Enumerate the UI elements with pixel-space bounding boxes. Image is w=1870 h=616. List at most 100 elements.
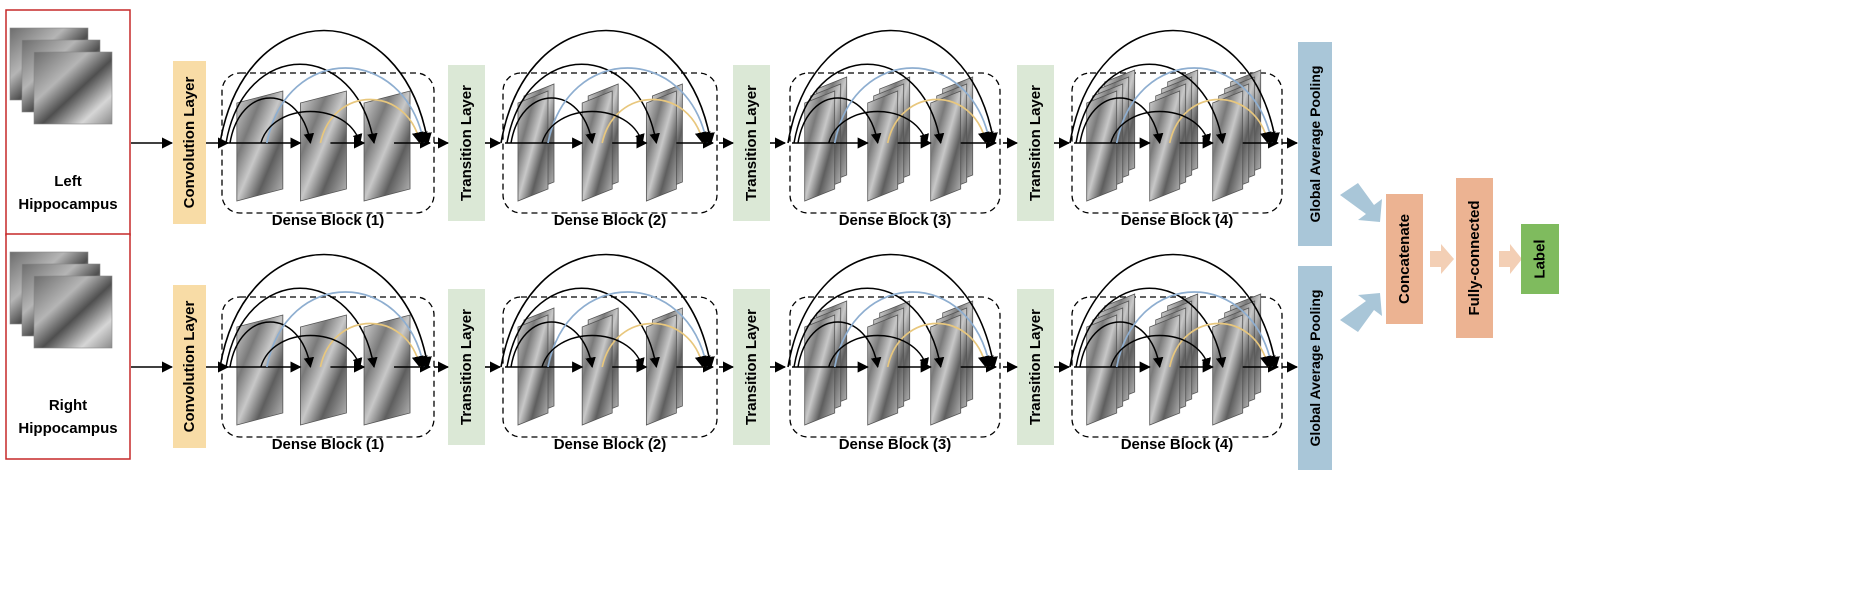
concat-to-fc-arrow: [1430, 244, 1454, 274]
transition-layer-3-text: Transition Layer: [1027, 85, 1044, 201]
dense-block-frame: [789, 72, 1001, 214]
fully-connected-layer-box: [1456, 178, 1493, 338]
skip-arc: [787, 253, 998, 369]
feature-map: [300, 90, 347, 202]
feature-map-stack: [300, 314, 347, 426]
fc-to-label-arrow: [1499, 244, 1522, 274]
convolution-layer: Convolution Layer: [173, 285, 206, 448]
feature-map-stack: [300, 90, 347, 202]
global-average-pooling-box: [1298, 42, 1332, 246]
transition-layer-1-box: [448, 65, 485, 221]
skip-arc: [1069, 253, 1280, 369]
skip-arc: [229, 321, 315, 369]
skip-arc: [506, 63, 660, 145]
skip-arc-orange: [601, 98, 707, 145]
transition-layer-3-box: [1017, 65, 1054, 221]
transition-layer-2-text: Transition Layer: [743, 309, 760, 425]
feature-map: [1086, 314, 1118, 426]
transition-layer-2-box: [733, 289, 770, 445]
dense-block-label: Dense Block (3): [839, 212, 952, 229]
skip-arc: [1079, 321, 1164, 369]
feature-map: [1212, 314, 1244, 426]
skip-arc: [225, 287, 378, 369]
feature-map-stack: [1212, 69, 1262, 202]
dense-block-2: Dense Block (2): [500, 253, 718, 453]
skip-arc: [1075, 63, 1227, 145]
convolution-layer-box: [173, 285, 206, 448]
feature-map: [1212, 90, 1244, 202]
concatenate-layer: Concatenate: [1386, 194, 1423, 324]
input-label-line2: Hippocampus: [18, 196, 117, 213]
feature-map: [804, 90, 836, 202]
dense-block-label: Dense Block (4): [1121, 212, 1234, 229]
dense-block-4: Dense Block (4): [1069, 253, 1283, 453]
fully-connected-layer-text: Fully-connected: [1466, 200, 1483, 315]
feature-map-stack: [645, 83, 683, 202]
skip-arc: [1110, 334, 1211, 368]
feature-map-stack: [645, 307, 683, 426]
feature-map: [517, 314, 549, 426]
fully-connected-layer: Fully-connected: [1456, 178, 1493, 338]
feature-map: [1149, 314, 1181, 426]
feature-map-stack: [517, 307, 555, 426]
skip-arc-orange: [319, 98, 424, 145]
feature-map: [930, 90, 962, 202]
skip-arc-orange: [886, 98, 990, 145]
dense-block-3: Dense Block (3): [787, 29, 1001, 229]
transition-layer-3: Transition Layer: [1017, 65, 1054, 221]
merge-arrow-bottom: [1340, 293, 1382, 332]
dense-block-3: Dense Block (3): [787, 253, 1001, 453]
dense-block-4: Dense Block (4): [1069, 29, 1283, 229]
global-average-pooling-box: [1298, 266, 1332, 470]
skip-arc: [541, 110, 645, 144]
skip-arc-orange: [1168, 98, 1272, 145]
global-average-pooling-text: Global Average Pooling: [1307, 290, 1323, 447]
feature-map: [300, 314, 347, 426]
global-average-pooling: Global Average Pooling: [1298, 266, 1332, 470]
convolution-layer-text: Convolution Layer: [181, 77, 198, 209]
feature-map-stack: [363, 90, 411, 202]
skip-arc: [1069, 29, 1280, 145]
skip-arc: [225, 63, 378, 145]
feature-map: [236, 90, 284, 202]
dense-block-2: Dense Block (2): [500, 29, 718, 229]
feature-map-stack: [1149, 69, 1199, 202]
convolution-layer-box: [173, 61, 206, 224]
skip-arc: [260, 110, 363, 144]
concatenate-layer-text: Concatenate: [1396, 214, 1413, 304]
skip-arc: [510, 97, 596, 145]
dense-block-label: Dense Block (2): [554, 212, 667, 229]
transition-layer-1-text: Transition Layer: [458, 85, 475, 201]
skip-arc: [500, 253, 715, 369]
feature-map-stack: [804, 76, 848, 202]
feature-map-stack: [236, 90, 284, 202]
transition-layer-1: Transition Layer: [448, 289, 485, 445]
skip-arc: [793, 63, 945, 145]
feature-map-stack: [1086, 293, 1136, 426]
merge-arrow-top: [1340, 183, 1382, 222]
convolution-layer-text: Convolution Layer: [181, 301, 198, 433]
feature-map: [517, 90, 549, 202]
dense-block-1: Dense Block (1): [219, 253, 435, 453]
skip-arc-orange: [601, 322, 707, 369]
skip-arc: [219, 29, 432, 145]
skip-arc-orange: [319, 322, 424, 369]
feature-map: [581, 314, 613, 426]
skip-arc: [828, 334, 929, 368]
feature-map: [867, 314, 899, 426]
transition-layer-3: Transition Layer: [1017, 289, 1054, 445]
mri-slice: [33, 51, 113, 125]
skip-arc: [506, 287, 660, 369]
skip-arc-blue: [833, 67, 994, 145]
concatenate-layer-box: [1386, 194, 1423, 324]
skip-arc: [500, 29, 715, 145]
skip-arc-blue: [547, 67, 711, 145]
skip-arc: [1110, 110, 1211, 144]
transition-layer-2-box: [733, 65, 770, 221]
skip-arc: [828, 110, 929, 144]
skip-arc-orange: [886, 322, 990, 369]
